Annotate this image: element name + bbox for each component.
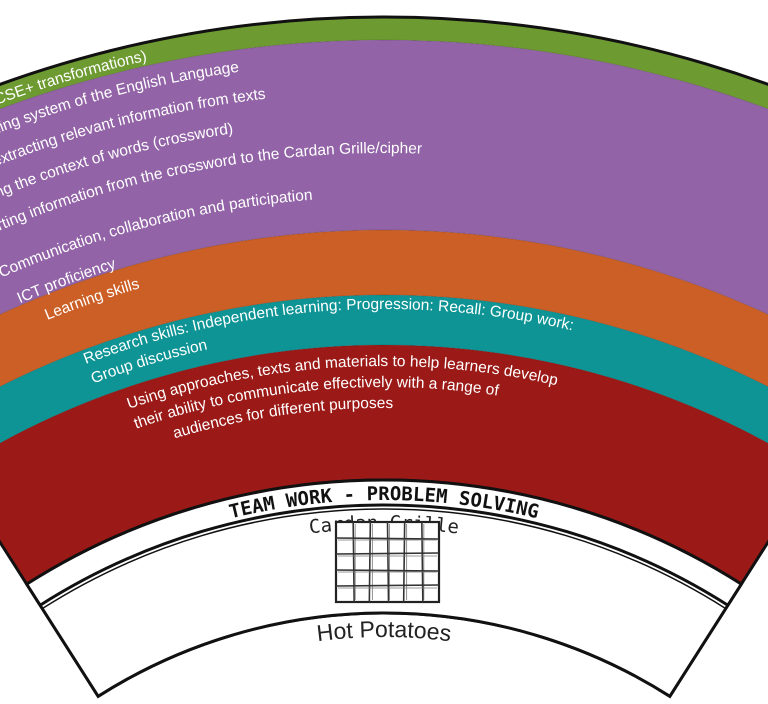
band-orange xyxy=(0,230,768,387)
grid-icon xyxy=(334,520,441,604)
band-purple xyxy=(0,39,768,315)
header-strip xyxy=(24,478,744,608)
band-red xyxy=(0,345,768,585)
hot-potatoes-label: Hot Potatoes xyxy=(315,616,453,646)
band-green xyxy=(0,16,768,109)
band-teal xyxy=(0,294,768,444)
